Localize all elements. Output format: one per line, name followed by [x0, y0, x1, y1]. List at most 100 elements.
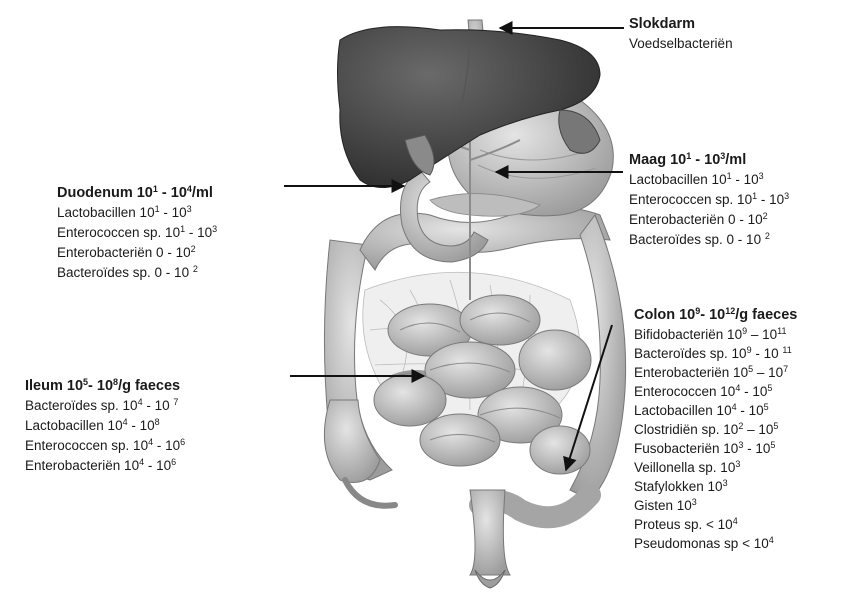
text-segment: Lactobacillen 10 — [25, 418, 123, 433]
colon-title: Colon 109- 1012/g faeces — [634, 306, 797, 325]
text-segment: – 10 — [747, 327, 777, 342]
cecum — [324, 400, 380, 483]
superscript-exponent: 7 — [783, 364, 788, 374]
text-segment: - 10 — [128, 418, 155, 433]
text-segment: Duodenum 10 — [57, 185, 153, 201]
text-segment: Enterococcen sp. 10 — [57, 225, 180, 240]
bacteria-entry: Veillonella sp. 103 — [634, 458, 797, 477]
superscript-exponent: 2 — [765, 231, 770, 241]
superscript-exponent: 4 — [733, 516, 738, 526]
bacteria-entry: Enterobacteriën 104 - 106 — [25, 456, 185, 476]
ileum-title: Ileum 105- 108/g faeces — [25, 376, 185, 396]
superscript-exponent: 12 — [725, 306, 735, 316]
text-segment: /ml — [192, 185, 213, 201]
text-segment: Stafylokken 10 — [634, 479, 723, 494]
text-segment: Lactobacillen 10 — [629, 172, 727, 187]
text-segment: Pseudomonas sp < 10 — [634, 536, 769, 551]
superscript-exponent: 3 — [735, 459, 740, 469]
text-segment: - 10 — [757, 192, 784, 207]
text-segment: - 10 — [88, 378, 113, 394]
text-segment: Bifidobacteriën 10 — [634, 327, 742, 342]
superscript-exponent: 5 — [767, 383, 772, 393]
text-segment: Bacteroïdes sp. 10 — [634, 346, 747, 361]
maag-title: Maag 101 - 103/ml — [629, 150, 789, 170]
superscript-exponent: 11 — [782, 345, 791, 355]
superscript-exponent: 3 — [187, 204, 192, 214]
text-segment: Veillonella sp. 10 — [634, 460, 735, 475]
bacteria-entry: Enterococcen sp. 104 - 106 — [25, 436, 185, 456]
text-segment: - 10 — [700, 307, 725, 323]
text-segment: - 10 — [691, 152, 720, 168]
bacteria-entry: Enterococcen sp. 101 - 103 — [57, 223, 217, 243]
text-segment: /ml — [725, 152, 746, 168]
superscript-exponent: 6 — [171, 457, 176, 467]
text-segment: – 10 — [743, 422, 773, 437]
text-segment: /g faeces — [118, 378, 180, 394]
slokdarm-line: Voedselbacteriën — [629, 34, 733, 54]
duodenum-label-block: Duodenum 101 - 104/ml Lactobacillen 101 … — [57, 183, 217, 283]
bacteria-entry: Lactobacillen 101 - 103 — [629, 170, 789, 190]
bacteria-entry: Enterobacteriën 105 – 107 — [634, 363, 797, 382]
text-segment: - 10 — [143, 398, 174, 413]
text-segment: - 10 — [752, 346, 783, 361]
superscript-exponent: 3 — [212, 224, 217, 234]
bacteria-entry: Proteus sp. < 104 — [634, 515, 797, 534]
text-segment: - 10 — [185, 225, 212, 240]
superscript-exponent: 3 — [692, 497, 697, 507]
bacteria-entry: Clostridiën sp. 102 – 105 — [634, 420, 797, 439]
superscript-exponent: 2 — [763, 211, 768, 221]
bacteria-entry: Bacteroïdes sp. 104 - 10 7 — [25, 396, 185, 416]
text-segment: Gisten 10 — [634, 498, 692, 513]
text-segment: – 10 — [753, 365, 783, 380]
superscript-exponent: 4 — [769, 535, 774, 545]
slokdarm-label-block: Slokdarm Voedselbacteriën — [629, 14, 733, 54]
bacteria-entry: Enterobacteriën 0 - 102 — [629, 210, 789, 230]
text-segment: /g faeces — [735, 307, 797, 323]
text-segment: Proteus sp. < 10 — [634, 517, 733, 532]
colon-label-block: Colon 109- 1012/g faeces Bifidobacteriën… — [634, 306, 797, 553]
superscript-exponent: 6 — [180, 437, 185, 447]
text-segment: Fusobacteriën 10 — [634, 441, 738, 456]
superscript-exponent: 3 — [723, 478, 728, 488]
text-segment: - 10 — [160, 205, 187, 220]
ileum-label-block: Ileum 105- 108/g faeces Bacteroïdes sp. … — [25, 376, 185, 476]
superscript-exponent: 8 — [155, 417, 160, 427]
text-segment: Enterobacteriën 10 — [634, 365, 748, 380]
text-segment: Bacteroïdes sp. 0 - 10 — [57, 265, 193, 280]
text-segment: Enterococcen sp. 10 — [25, 438, 148, 453]
text-segment: Ileum 10 — [25, 378, 83, 394]
bacteria-entry: Stafylokken 103 — [634, 477, 797, 496]
superscript-exponent: 2 — [191, 244, 196, 254]
duodenum-title: Duodenum 101 - 104/ml — [57, 183, 217, 203]
text-segment: Maag 10 — [629, 152, 686, 168]
text-segment: - 10 — [732, 172, 759, 187]
bacteria-entry: Bacteroïdes sp. 109 - 10 11 — [634, 344, 797, 363]
text-segment: - 10 — [153, 438, 180, 453]
superscript-exponent: 3 — [759, 171, 764, 181]
text-segment: - 10 — [740, 384, 767, 399]
superscript-exponent: 11 — [777, 326, 786, 336]
maag-label-block: Maag 101 - 103/ml Lactobacillen 101 - 10… — [629, 150, 789, 250]
text-segment: Bacteroïdes sp. 10 — [25, 398, 138, 413]
superscript-exponent: 5 — [764, 402, 769, 412]
text-segment: Enterococcen sp. 10 — [629, 192, 752, 207]
text-segment: Enterobacteriën 0 - 10 — [629, 212, 763, 227]
ileum-lines: Bacteroïdes sp. 104 - 10 7 Lactobacillen … — [25, 396, 185, 476]
bacteria-entry: Bacteroïdes sp. 0 - 10 2 — [629, 230, 789, 250]
superscript-exponent: 5 — [773, 421, 778, 431]
superscript-exponent: 3 — [784, 191, 789, 201]
text-segment: Enterobacteriën 0 - 10 — [57, 245, 191, 260]
bacteria-entry: Enterobacteriën 0 - 102 — [57, 243, 217, 263]
bacteria-entry: Lactobacillen 104 - 105 — [634, 401, 797, 420]
text-segment: - 10 — [743, 441, 770, 456]
bacteria-entry: Bifidobacteriën 109 – 1011 — [634, 325, 797, 344]
slokdarm-title: Slokdarm — [629, 14, 733, 34]
text-segment: Lactobacillen 10 — [634, 403, 732, 418]
text-segment: - 10 — [737, 403, 764, 418]
bacteria-entry: Enterococcen 104 - 105 — [634, 382, 797, 401]
text-segment: Lactobacillen 10 — [57, 205, 155, 220]
